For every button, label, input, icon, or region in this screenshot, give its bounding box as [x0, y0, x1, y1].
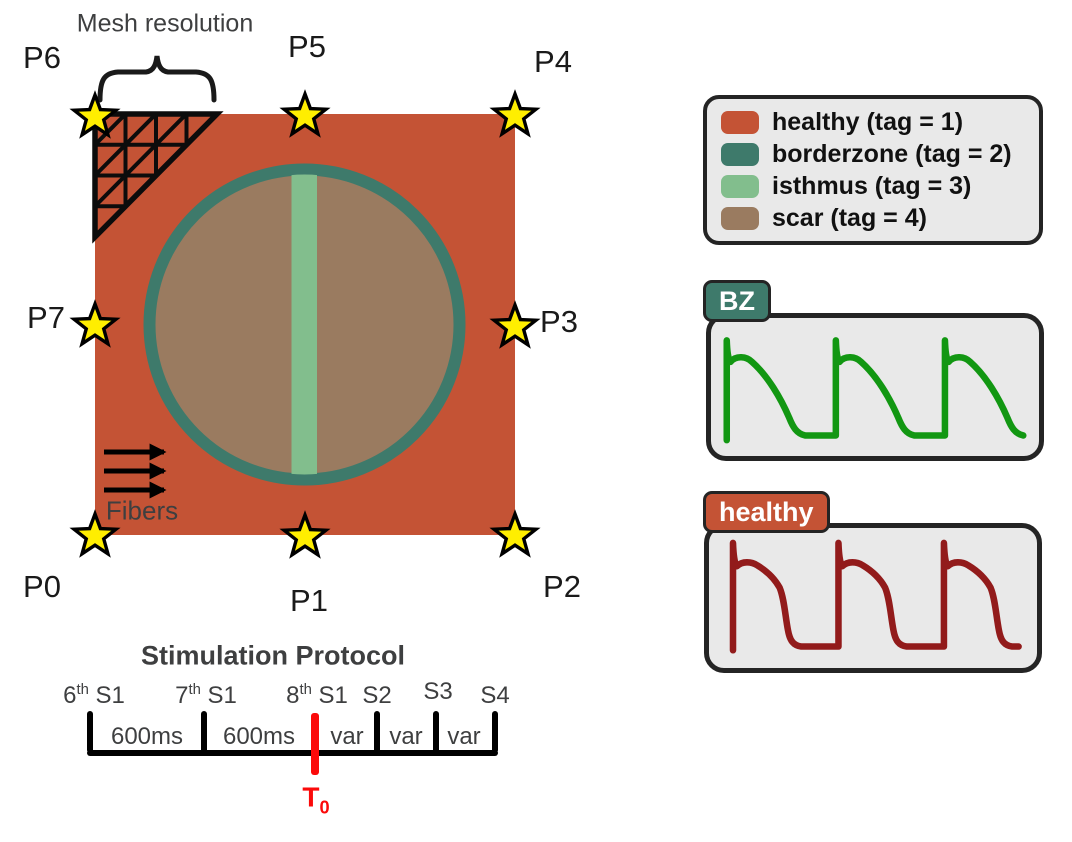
- t0-sub: 0: [319, 797, 330, 818]
- stimulus-label-s3: S3: [423, 678, 452, 706]
- mesh-triangle: [92, 111, 224, 244]
- point-label-p6: P6: [23, 40, 61, 75]
- stimulus-label-6th-s1: 6th S1: [63, 682, 125, 710]
- stim-sup: th: [188, 682, 201, 698]
- tick-6th-s1: [87, 711, 93, 753]
- isthmus-swatch: [721, 174, 759, 198]
- point-label-p4: P4: [534, 44, 572, 79]
- stim-rest: S1: [88, 682, 125, 709]
- stimulus-label-7th-s1: 7th S1: [175, 682, 237, 710]
- healthy-swatch: [721, 110, 759, 134]
- stim-base: 6: [63, 682, 77, 709]
- mesh-resolution-label: Mesh resolution: [76, 9, 254, 38]
- tick-s2: [374, 711, 380, 753]
- stimulus-label-s4: S4: [480, 682, 509, 710]
- tissue-legend: healthy (tag = 1) borderzone (tag = 2) i…: [703, 95, 1043, 245]
- legend-label-healthy: healthy (tag = 1): [772, 107, 964, 136]
- healthy-tag: healthy: [703, 491, 830, 534]
- stim-base: 8: [286, 682, 300, 709]
- protocol-timeline: [87, 750, 498, 756]
- point-label-p2: P2: [543, 569, 581, 604]
- stim-sup: th: [299, 682, 312, 698]
- point-label-p7: P7: [27, 300, 65, 335]
- fiber-arrows: [104, 443, 167, 499]
- point-label-p3: P3: [540, 304, 578, 339]
- interval-600ms-2: 600ms: [222, 723, 296, 750]
- interval-var-1: var: [330, 723, 364, 750]
- t0-base: T: [302, 781, 320, 813]
- bz-action-potential-trace: [723, 337, 1027, 444]
- legend-label-borderzone: borderzone (tag = 2): [772, 139, 1012, 168]
- tissue-diagram: [72, 55, 538, 557]
- fibers-label: Fibers: [105, 495, 179, 526]
- bz-tag: BZ: [703, 280, 771, 323]
- stim-rest: S1: [311, 682, 348, 709]
- stimulus-label-s2: S2: [362, 682, 391, 710]
- interval-var-2: var: [389, 723, 423, 750]
- stim-base: 7: [175, 682, 189, 709]
- point-label-p5: P5: [288, 29, 326, 64]
- mesh-resolution-brace: [97, 55, 217, 103]
- t0-label: T0: [302, 782, 329, 819]
- stim-base: S3: [423, 678, 453, 705]
- borderzone-swatch: [721, 142, 759, 166]
- interval-600ms-1: 600ms: [110, 723, 184, 750]
- point-label-p0: P0: [23, 569, 61, 604]
- protocol-title: Stimulation Protocol: [140, 640, 406, 671]
- legend-label-isthmus: isthmus (tag = 3): [772, 171, 972, 200]
- stimulus-label-8th-s1: 8th S1: [286, 682, 348, 710]
- stim-base: S2: [362, 682, 392, 709]
- tick-7th-s1: [201, 711, 207, 753]
- healthy-action-potential-trace: [729, 539, 1022, 654]
- legend-row-borderzone: borderzone (tag = 2): [721, 139, 1039, 168]
- healthy-trace-panel: [704, 523, 1042, 673]
- tick-s3: [433, 711, 439, 753]
- legend-row-scar: scar (tag = 4): [721, 203, 1039, 232]
- stim-sup: th: [76, 682, 89, 698]
- tick-8th-s1-t0: [311, 713, 319, 775]
- stim-base: S4: [480, 682, 510, 709]
- stim-rest: S1: [200, 682, 237, 709]
- tick-s4: [492, 711, 498, 753]
- legend-row-healthy: healthy (tag = 1): [721, 107, 1039, 136]
- interval-var-3: var: [447, 723, 481, 750]
- point-label-p1: P1: [290, 583, 328, 618]
- scar-swatch: [721, 206, 759, 230]
- legend-label-scar: scar (tag = 4): [772, 203, 927, 232]
- legend-row-isthmus: isthmus (tag = 3): [721, 171, 1039, 200]
- isthmus-region: [291, 174, 317, 475]
- bz-trace-panel: [706, 313, 1044, 461]
